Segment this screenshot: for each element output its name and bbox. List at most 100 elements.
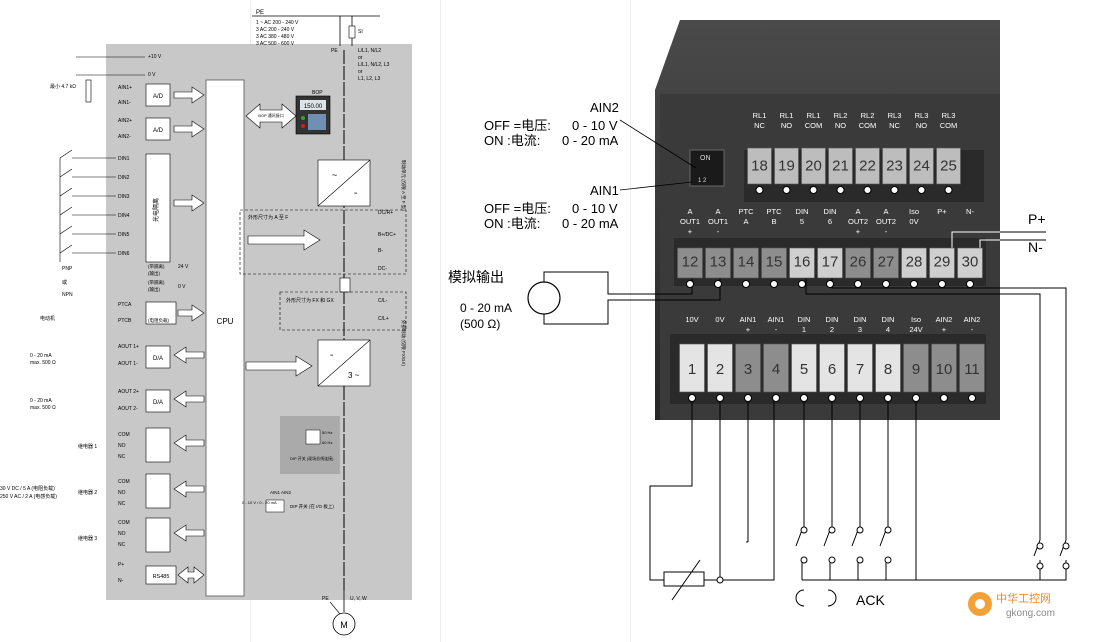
mid-header-6-l3: + (856, 227, 861, 236)
io-dip-label: DIP 开关 (在 I/O 板上) (290, 503, 334, 510)
relay-header-1-l2: NO (781, 121, 792, 130)
din2-label: DIN2 (118, 175, 130, 181)
v0-sub: (输出) (148, 286, 160, 293)
rectifier-tilde: ~ (332, 170, 337, 180)
da1-arrow (173, 346, 205, 364)
bottom-screw-3 (772, 394, 780, 402)
bop-display-value: 150.00 (304, 104, 323, 110)
da2-label: D/A (153, 400, 163, 406)
v24-sub: (输出) (148, 270, 160, 277)
capacitor (339, 277, 351, 293)
side-note-1: 制动单元 (仅限 A 至 F 型) (400, 160, 407, 211)
bottom-header-4-l1: DIN (798, 315, 811, 324)
relay-header-4-l2: COM (859, 121, 877, 130)
mid-screw-3 (770, 280, 778, 288)
relay2-block (145, 473, 171, 509)
mid-header-7-l2: OUT2 (876, 217, 896, 226)
bop-key-green (301, 116, 305, 120)
no3: NO (118, 531, 126, 537)
frame-fx-box (279, 291, 407, 331)
dip-numbers: 1 2 (698, 178, 707, 184)
bottom-screw-8 (912, 394, 920, 402)
relay-header-2-l2: COM (805, 121, 823, 130)
relay3-arrow (173, 524, 205, 542)
aout1minus-label: AOUT 1- (118, 361, 138, 367)
ad2-block (145, 117, 171, 141)
meter-wire-top (543, 271, 693, 295)
din-block-group: 光电隔离 DIN1 DIN2 DIN3 DIN4 DIN5 DIN6 (59, 149, 205, 263)
mid-terminal-num-9: 29 (934, 254, 951, 271)
bottom-terminal-num-9: 10 (936, 361, 953, 378)
relay-screw-4 (863, 186, 872, 194)
line-term-1: or (358, 55, 363, 61)
pnp-label: PNP (62, 266, 73, 272)
ad1-arrow (173, 86, 205, 104)
da1-block (145, 345, 171, 369)
rectifier-minus: - (354, 188, 357, 199)
bop-link-label: BOP 通讯接口 (258, 112, 284, 118)
da2-arrow (173, 390, 205, 408)
mid-screw-6 (854, 280, 862, 288)
relay-screw-6 (917, 186, 926, 194)
mid-terminal-3 (761, 247, 787, 279)
relay-rating2: 250 V AC / 2 A (电感负载) (0, 493, 57, 500)
relay-header-0-l2: NC (754, 121, 765, 130)
mid-terminal-8 (901, 247, 927, 279)
relay-terminal-4 (855, 147, 880, 185)
bottom-header-6-l2: 3 (858, 325, 862, 334)
v0-note: (带隔离) (148, 279, 165, 286)
relay-screw-1 (782, 186, 791, 194)
bottom-header-9-l2: + (942, 325, 947, 334)
relay-header-7-l1: RL3 (942, 111, 956, 120)
bottom-header-5-l1: DIN (826, 315, 839, 324)
aout1plus-label: AOUT 1+ (118, 344, 139, 350)
mid-screw-2 (742, 280, 750, 288)
pot-label: 最小 4.7 kΩ (50, 83, 76, 90)
pe-top-label: PE (256, 10, 264, 16)
pot-resistor (663, 571, 705, 587)
bottom-terminal-num-5: 6 (828, 361, 836, 378)
supply-line-0: 1 ~ AC 200 - 240 V (256, 20, 299, 26)
relay-header-3-l1: RL2 (834, 111, 848, 120)
com1: COM (118, 432, 130, 438)
nc2: NC (118, 501, 126, 507)
analog-out-range: 0 - 20 mA (460, 301, 512, 315)
supply-line-2: 3 AC 380 - 480 V (256, 34, 295, 40)
ack-arrows (795, 589, 837, 607)
nc1: NC (118, 454, 126, 460)
mid-terminal-num-6: 26 (850, 254, 867, 271)
relay2-arrow (173, 480, 205, 498)
or-label: 或 (62, 279, 67, 286)
bottom-terminal-0 (679, 343, 705, 393)
bottom-header-8-l1: Iso (911, 315, 921, 324)
ad2-arrow (173, 120, 205, 138)
supply-line-3: 3 AC 500 - 600 V (256, 41, 295, 47)
fieldbus-dip-box (280, 416, 340, 474)
mid-terminal-0 (677, 247, 703, 279)
ad1-block (145, 83, 171, 107)
side-note-2: 外部制动 (仅限 FX/GX) (400, 320, 407, 367)
ptc-arrow (177, 304, 205, 322)
b-plus: B+/DC+ (378, 232, 396, 238)
pe-bottom-label: PE (322, 596, 329, 602)
bottom-terminal-num-2: 3 (744, 361, 752, 378)
bottom-terminal-7 (875, 343, 901, 393)
cl-minus: C/L- (378, 298, 388, 304)
bottom-header-1-l1: 0V (715, 315, 724, 324)
bottom-terminal-3 (763, 343, 789, 393)
ain2plus-label: AIN2+ (118, 118, 132, 124)
mid-terminal-4 (789, 247, 815, 279)
relay-terminal-7 (936, 147, 961, 185)
ptca-label: PTCA (118, 302, 132, 308)
relay-terminal-num-0: 18 (751, 157, 768, 174)
relay-terminal-num-2: 20 (805, 157, 822, 174)
mid-terminal-num-3: 15 (766, 254, 783, 271)
analog-meter (527, 281, 561, 315)
relay-header-0-l1: RL1 (753, 111, 767, 120)
mid-screw-0 (686, 280, 694, 288)
bottom-screw-1 (716, 394, 724, 402)
relay-screw-2 (809, 186, 818, 194)
ptc-block (145, 301, 177, 325)
aout-max1: max. 500 Ω (30, 360, 56, 366)
relay-header-4-l1: RL2 (861, 111, 875, 120)
